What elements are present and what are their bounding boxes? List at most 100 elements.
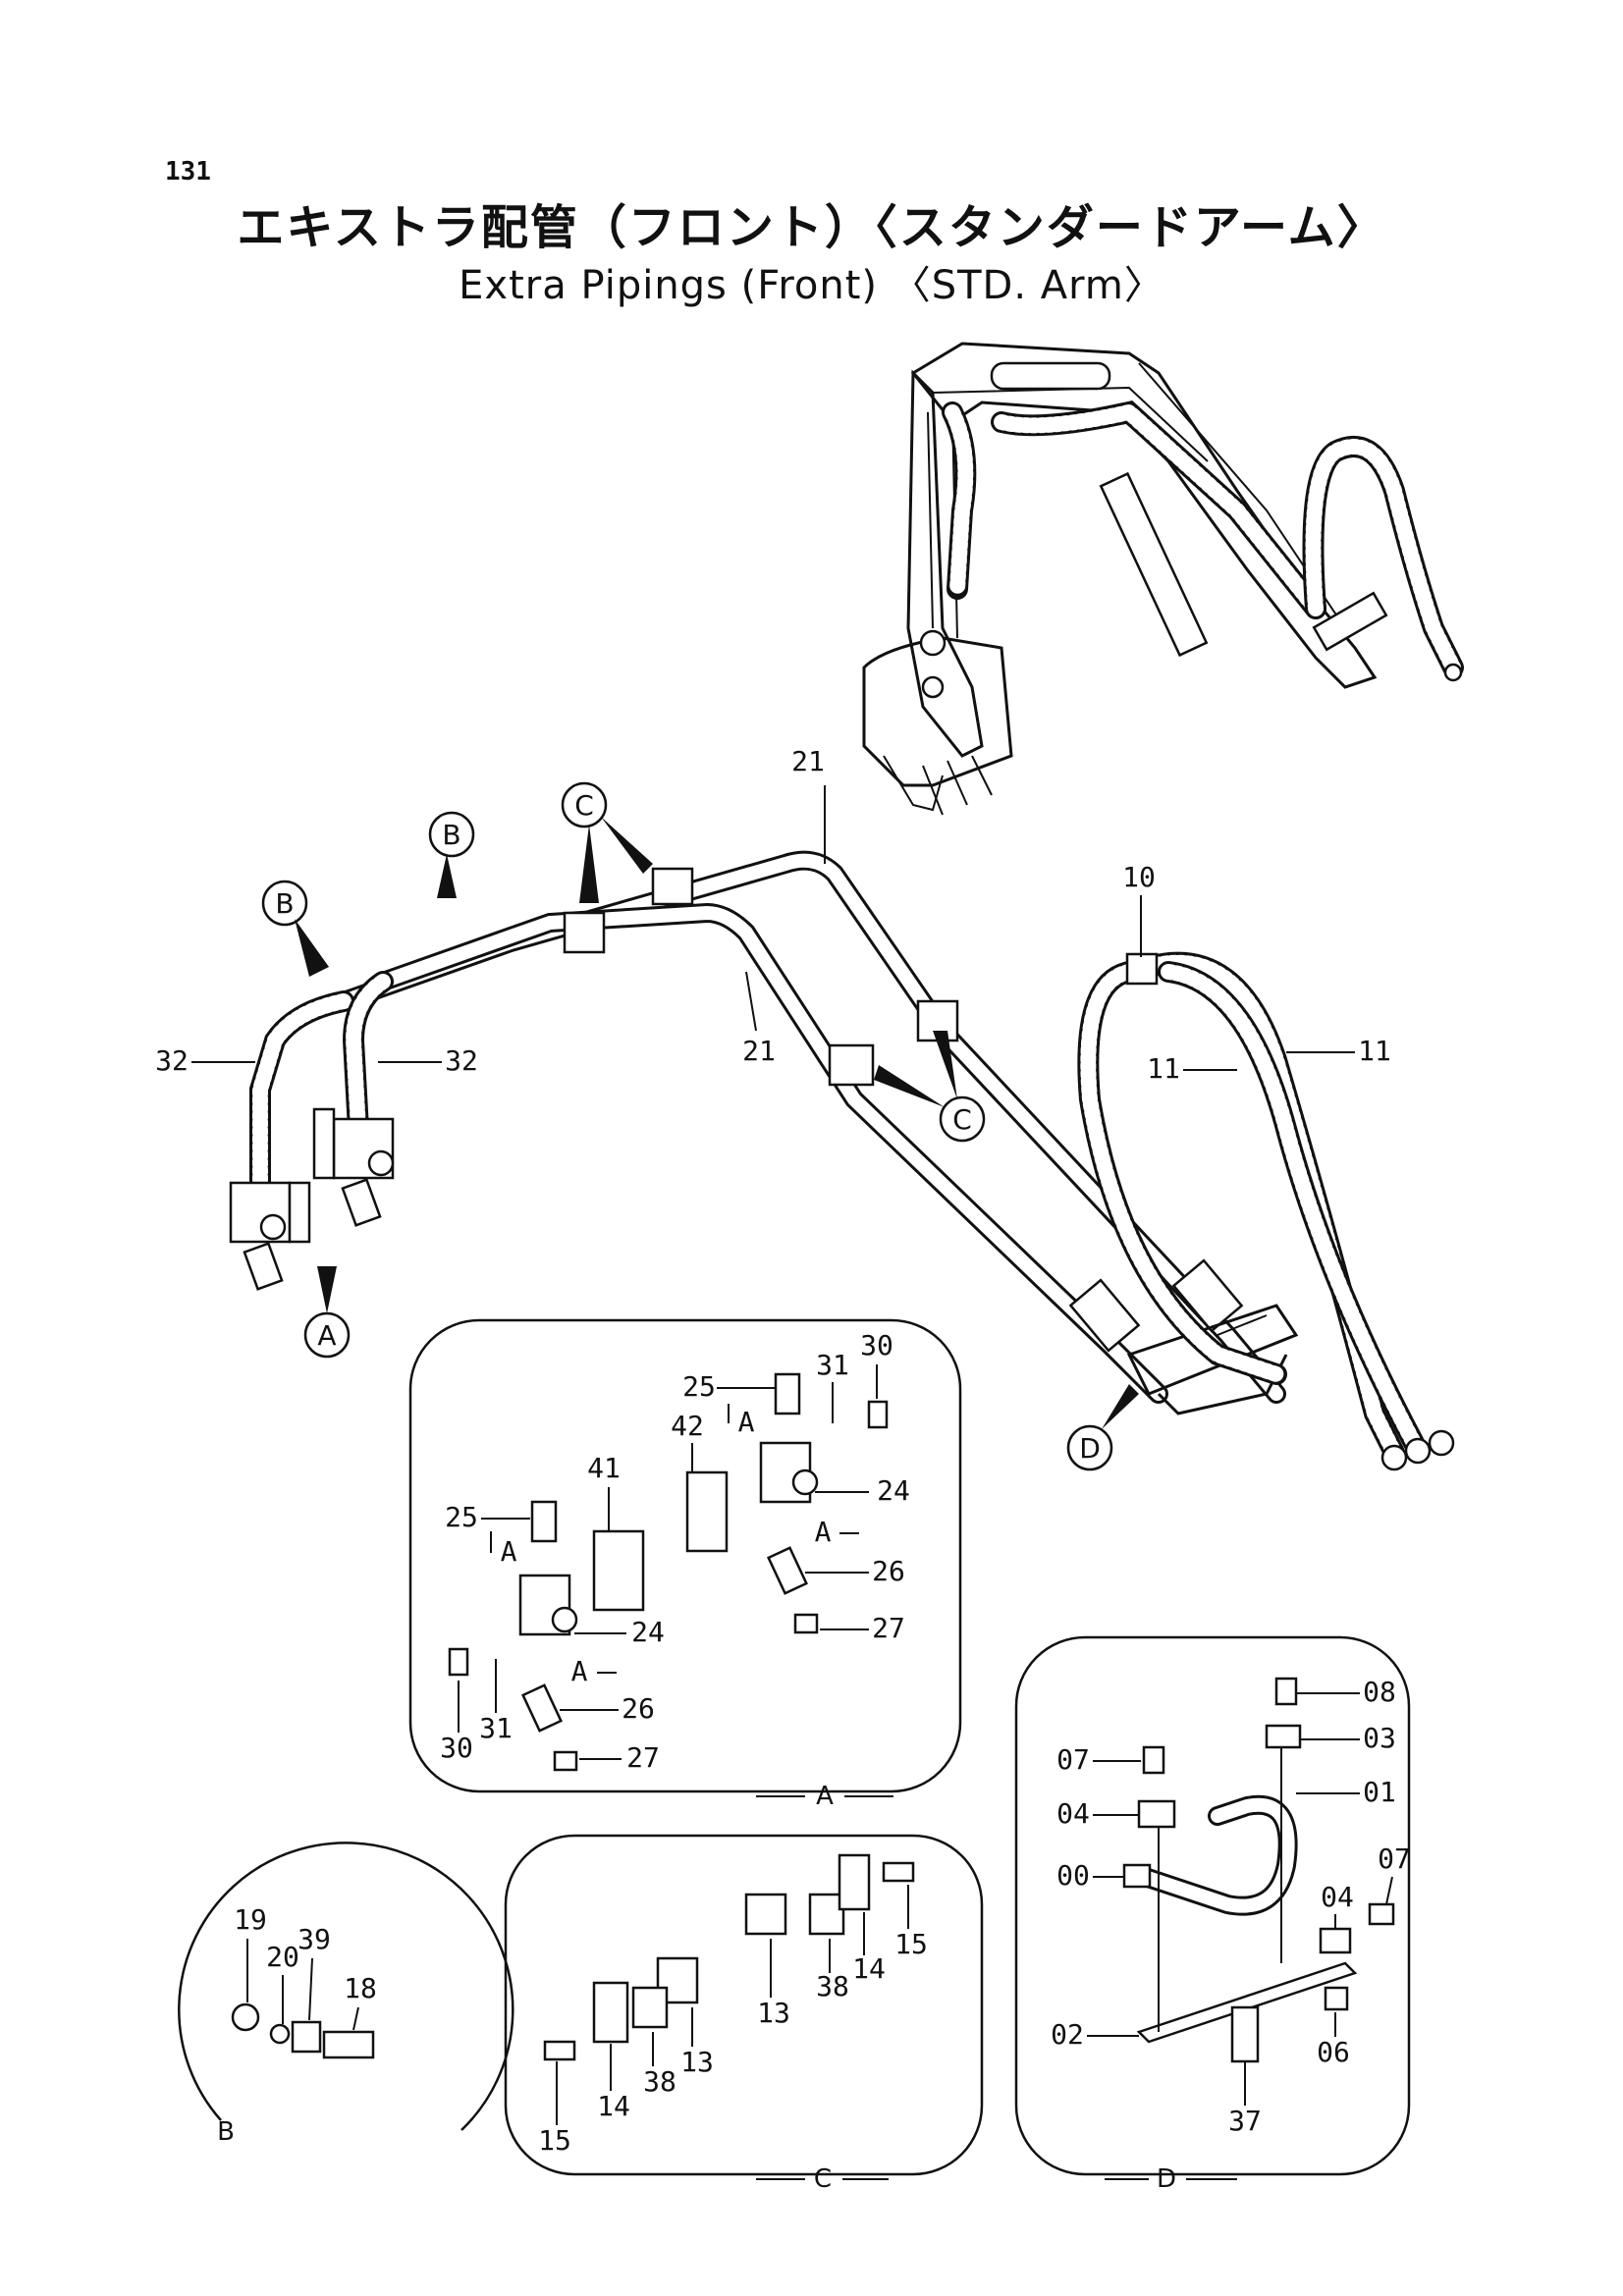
- excavator-front-illustration: [862, 342, 1464, 816]
- label-04-right: 04: [1321, 1881, 1354, 1913]
- label-38-lower: 38: [643, 2065, 676, 2098]
- label-31-lower: 31: [479, 1712, 513, 1744]
- label-06: 06: [1317, 2036, 1350, 2068]
- label-41: 41: [587, 1452, 621, 1484]
- label-30-lower: 30: [440, 1732, 473, 1764]
- label-18: 18: [344, 1972, 377, 2004]
- label-39: 39: [298, 1923, 331, 1955]
- label-11-left: 11: [1147, 1052, 1180, 1085]
- label-15-lower: 15: [538, 2124, 571, 2157]
- detail-c-panel: C 13 38 14 15 13 38 14 15: [504, 1834, 984, 2194]
- detail-d-panel: D 08 03 07 01 04 00 04 07 02: [1014, 1635, 1411, 2194]
- label-27-upper: 27: [872, 1612, 905, 1644]
- detail-d-caption: D: [1157, 2164, 1176, 2194]
- part-04-right: [1319, 1927, 1352, 1954]
- callout-b-1: B: [261, 880, 329, 977]
- part-38-lower: [631, 1986, 669, 2029]
- part-08: [1274, 1677, 1298, 1706]
- detail-b-panel: B 19 20 39 18: [178, 1842, 514, 2147]
- clamp-c-2: [651, 867, 694, 906]
- svg-text:C: C: [952, 1103, 972, 1136]
- label-24-upper: 24: [877, 1474, 910, 1507]
- part-00: [1122, 1863, 1152, 1889]
- detail-a-caption: A: [816, 1782, 834, 1811]
- label-21-upper: 21: [791, 745, 825, 777]
- label-19: 19: [234, 1903, 267, 1936]
- main-part-labels: 21 21 10 11 11 32 32: [155, 745, 1391, 1085]
- label-42: 42: [671, 1410, 704, 1442]
- label-04-left: 04: [1056, 1797, 1090, 1830]
- detail-b-caption: B: [217, 2117, 235, 2147]
- label-03: 03: [1363, 1722, 1396, 1754]
- label-21-lower: 21: [742, 1035, 776, 1067]
- label-10: 10: [1122, 861, 1156, 893]
- part-20-washer: [269, 2023, 291, 2045]
- label-27-lower: 27: [626, 1741, 660, 1774]
- part-02-plate: [1136, 1961, 1358, 2044]
- label-00: 00: [1056, 1859, 1090, 1892]
- label-15-upper: 15: [894, 1928, 928, 1960]
- label-24-lower: 24: [631, 1616, 665, 1648]
- label-01: 01: [1363, 1776, 1396, 1808]
- label-38-upper: 38: [816, 1970, 849, 2002]
- clamp-c-3: [828, 1043, 875, 1087]
- detail-a-panel: A 25 A 31 30 42 24 A 26 27: [408, 1318, 962, 1811]
- label-08: 08: [1363, 1676, 1396, 1708]
- label-07-left: 07: [1056, 1743, 1090, 1776]
- part-14-lower: [592, 1981, 629, 2044]
- part-14-upper: [838, 1853, 871, 1911]
- page-title-english: Extra Pipings (Front) 〈STD. Arm〉: [459, 263, 1164, 308]
- svg-text:D: D: [1079, 1432, 1101, 1465]
- label-13-lower: 13: [680, 2046, 714, 2078]
- callout-c-2: C: [874, 1031, 986, 1143]
- label-ref-a-2: A: [815, 1516, 832, 1548]
- callout-b-2: B: [428, 811, 475, 898]
- clamp-10: [1125, 952, 1159, 986]
- svg-text:B: B: [275, 887, 294, 920]
- label-32-right: 32: [445, 1044, 478, 1077]
- part-07-right: [1368, 1902, 1395, 1926]
- label-ref-a-3: A: [501, 1535, 517, 1568]
- part-13-upper: [744, 1893, 787, 1936]
- label-25-upper: 25: [682, 1370, 716, 1403]
- part-18-bolt: [322, 2030, 375, 2059]
- part-15-lower: [543, 2040, 576, 2061]
- label-ref-a-1: A: [738, 1406, 755, 1438]
- label-13-upper: 13: [757, 1997, 790, 2029]
- label-11-right: 11: [1358, 1035, 1391, 1067]
- label-37: 37: [1228, 2105, 1262, 2137]
- label-07-right: 07: [1378, 1842, 1411, 1875]
- label-31-upper: 31: [816, 1349, 849, 1381]
- label-02: 02: [1051, 2018, 1084, 2051]
- hose-32-assembly: [229, 971, 395, 1291]
- label-30-upper: 30: [860, 1329, 893, 1362]
- label-26-upper: 26: [872, 1555, 905, 1587]
- bracket-42: [685, 1470, 729, 1553]
- callout-d: D: [1066, 1384, 1139, 1471]
- hose-11-assembly: [1077, 951, 1455, 1471]
- label-14-lower: 14: [597, 2090, 630, 2122]
- svg-text:A: A: [317, 1319, 336, 1352]
- callout-a: A: [303, 1266, 351, 1359]
- detail-c-caption: C: [814, 2164, 832, 2194]
- part-06: [1324, 1986, 1349, 2011]
- part-04-left: [1137, 1799, 1176, 1829]
- label-ref-a-4: A: [571, 1655, 588, 1687]
- label-26-lower: 26: [622, 1692, 655, 1725]
- part-38-upper: [808, 1893, 845, 1936]
- svg-text:C: C: [574, 789, 594, 822]
- part-15-upper: [882, 1861, 915, 1883]
- part-39-plate: [291, 2020, 322, 2054]
- clamp-c-1: [563, 911, 606, 954]
- part-03: [1265, 1724, 1302, 1749]
- page-title-japanese: エキストラ配管（フロント）〈スタンダードアーム〉: [237, 200, 1386, 255]
- callout-c-1: C: [561, 781, 653, 903]
- bracket-41: [592, 1529, 645, 1612]
- label-25-lower: 25: [445, 1501, 478, 1533]
- label-20: 20: [266, 1941, 299, 1973]
- svg-text:B: B: [442, 819, 460, 851]
- page-number: 131: [165, 157, 211, 187]
- label-32-left: 32: [155, 1044, 189, 1077]
- label-14-upper: 14: [852, 1952, 886, 1985]
